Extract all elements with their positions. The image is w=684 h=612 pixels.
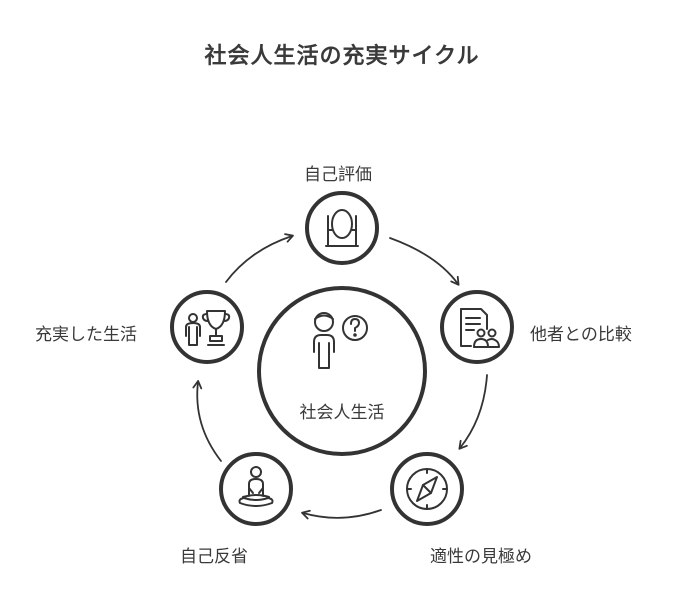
mirror-icon [325, 209, 359, 247]
arrow-reflection-to-fulfilled-life [192, 380, 222, 462]
node-label-reflection: 自己反省 [180, 547, 248, 567]
person-trophy-icon [185, 310, 231, 346]
node-label-aptitude: 適性の見極め [430, 547, 532, 567]
center-label: 社会人生活 [299, 403, 385, 423]
document-people-icon [460, 308, 500, 348]
diagram-title: 社会人生活の充実サイクル [204, 44, 480, 69]
arrow-aptitude-to-reflection [301, 509, 382, 520]
arrow-fulfilled-life-to-self-evaluation [225, 233, 294, 283]
meditating-person-icon [238, 466, 274, 507]
arrow-self-evaluation-to-comparison [389, 237, 460, 286]
compass-icon [406, 468, 448, 510]
person-question-icon [313, 312, 368, 369]
node-circle-self-evaluation [305, 191, 379, 265]
center-circle [257, 286, 427, 456]
cycle-arrows [192, 233, 488, 520]
node-circle-comparison [440, 290, 514, 364]
node-label-self-evaluation: 自己評価 [304, 165, 372, 185]
node-circle-fulfilled-life [170, 290, 244, 364]
node-label-fulfilled-life: 充実した生活 [35, 325, 137, 345]
node-circle-reflection [219, 452, 293, 526]
arrow-comparison-to-aptitude [458, 374, 488, 450]
node-label-comparison: 他者との比較 [530, 325, 632, 345]
